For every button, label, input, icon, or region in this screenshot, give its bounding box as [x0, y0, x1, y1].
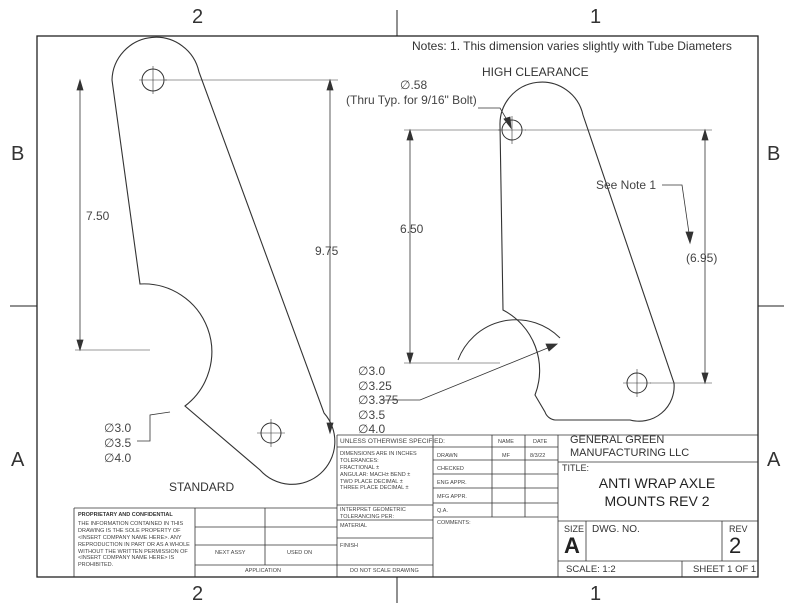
- proprietary-text: THE INFORMATION CONTAINED IN THIS DRAWIN…: [78, 521, 190, 569]
- tol-line-3: FRACTIONAL ±: [340, 464, 380, 471]
- dwg-no-label: DWG. NO.: [592, 524, 640, 535]
- tolerances-block: DIMENSIONS ARE IN INCHES TOLERANCES: FRA…: [340, 451, 417, 492]
- drawing-notes: Notes: 1. This dimension varies slightly…: [412, 39, 732, 53]
- high-clearance-mount-outline: [499, 81, 675, 422]
- size-label: SIZE: [564, 524, 585, 534]
- standard-diam-callouts: ∅3.0 ∅3.5 ∅4.0: [104, 421, 131, 466]
- zone-top-1: 1: [590, 6, 602, 28]
- dim-7-50: 7.50: [86, 209, 110, 223]
- row-drawn-name: MF: [502, 453, 510, 459]
- dim-6-50: 6.50: [400, 222, 424, 236]
- tol-line-4: ANGULAR: MACH± BEND ±: [340, 471, 411, 478]
- hc-diam-3-375: ∅3.375: [358, 393, 399, 407]
- standard-dimensions: [75, 78, 338, 442]
- sheet-label: SHEET 1 OF 1: [693, 564, 757, 575]
- company-name: GENERAL GREEN MANUFACTURING LLC: [570, 434, 689, 460]
- tol-line-1: DIMENSIONS ARE IN INCHES: [340, 451, 417, 457]
- row-drawn-date: 8/3/22: [530, 453, 546, 459]
- date-header: DATE: [533, 439, 548, 445]
- interpret-block: INTERPRET GEOMETRIC TOLERANCING PER:: [340, 507, 406, 521]
- hc-diam-callouts: ∅3.0 ∅3.25 ∅3.375 ∅3.5 ∅4.0: [358, 364, 398, 437]
- application-label: APPLICATION: [245, 568, 281, 574]
- rev-value: 2: [729, 533, 742, 558]
- hc-tube-arc: [457, 319, 561, 361]
- prop-line-5: WITHOUT THE WRITTEN PERMISSION OF: [78, 548, 188, 555]
- company-line-2: MANUFACTURING LLC: [570, 447, 690, 459]
- zone-bottom-2: 2: [192, 583, 204, 605]
- hc-diam-3-25: ∅3.25: [358, 378, 392, 393]
- prop-line-2: DRAWING IS THE SOLE PROPERTY OF: [78, 527, 181, 534]
- prop-line-4: REPRODUCTION IN PART OR AS A WHOLE: [78, 541, 190, 548]
- zone-bottom-1: 1: [590, 583, 602, 605]
- tol-line-5: TWO PLACE DECIMAL ±: [340, 478, 403, 485]
- hole-callout-note: (Thru Typ. for 9/16" Bolt): [346, 93, 477, 107]
- diam-3-0: ∅3.0: [104, 421, 132, 435]
- prop-line-3: <INSERT COMPANY NAME HERE>. ANY: [78, 534, 182, 541]
- hc-diam-4-0: ∅4.0: [358, 422, 386, 436]
- prop-line-7: PROHIBITED.: [78, 562, 114, 569]
- row-qa-label: Q.A.: [437, 508, 449, 514]
- tol-line-6: THREE PLACE DECIMAL ±: [340, 485, 409, 492]
- standard-label: STANDARD: [169, 480, 235, 494]
- zone-right-b: B: [767, 143, 781, 165]
- material-label: MATERIAL: [340, 523, 368, 529]
- diam-4-0: ∅4.0: [104, 451, 132, 465]
- finish-label: FINISH: [340, 543, 359, 549]
- prop-line-6: <INSERT COMPANY NAME HERE> IS: [78, 555, 175, 562]
- rev-label: REV: [729, 524, 748, 534]
- standard-top-hole: [139, 66, 167, 94]
- hc-diam-3-0: ∅3.0: [358, 364, 386, 378]
- hole-callout-diameter: ∅.58: [400, 78, 428, 92]
- prop-line-1: THE INFORMATION CONTAINED IN THIS: [78, 521, 184, 527]
- dim-6-95: (6.95): [686, 251, 718, 265]
- standard-bottom-hole: [257, 419, 285, 447]
- title-line-2: MOUNTS REV 2: [604, 493, 710, 509]
- company-line-1: GENERAL GREEN: [570, 434, 665, 446]
- proprietary-title: PROPRIETARY AND CONFIDENTIAL: [78, 512, 173, 518]
- scale-label: SCALE: 1:2: [566, 564, 616, 575]
- zone-top-2: 2: [192, 6, 204, 28]
- zone-ticks: [10, 10, 784, 603]
- do-not-scale: DO NOT SCALE DRAWING: [350, 568, 419, 574]
- next-assy-label: NEXT ASSY: [215, 550, 246, 556]
- name-header: NAME: [498, 439, 514, 445]
- row-eng-label: ENG APPR.: [437, 480, 467, 486]
- unless-specified: UNLESS OTHERWISE SPECIFIED:: [340, 438, 445, 445]
- diam-3-5: ∅3.5: [104, 436, 132, 450]
- drawing-title: ANTI WRAP AXLE MOUNTS REV 2: [582, 474, 732, 510]
- hc-top-hole: [498, 116, 526, 144]
- row-mfg-label: MFG APPR.: [437, 494, 467, 500]
- zone-left-b: B: [11, 143, 25, 165]
- interpret-line-1: INTERPRET GEOMETRIC: [340, 507, 406, 513]
- title-block-grid: [73, 434, 758, 577]
- row-drawn-label: DRAWN: [437, 453, 458, 459]
- high-clearance-label: HIGH CLEARANCE: [482, 65, 589, 79]
- see-note-1: See Note 1: [596, 178, 657, 192]
- dim-9-75: 9.75: [315, 244, 339, 258]
- row-checked-label: CHECKED: [437, 466, 464, 472]
- zone-left-a: A: [11, 449, 25, 471]
- title-line-1: ANTI WRAP AXLE: [598, 475, 716, 491]
- used-on-label: USED ON: [287, 550, 313, 556]
- interpret-line-2: TOLERANCING PER:: [340, 513, 394, 520]
- size-value: A: [564, 533, 580, 558]
- hc-diam-3-5: ∅3.5: [358, 407, 386, 422]
- hc-bottom-hole: [623, 369, 651, 397]
- hc-dimensions: [380, 107, 712, 401]
- zone-right-a: A: [767, 449, 781, 471]
- comments-label: COMMENTS:: [437, 520, 471, 526]
- title-label: TITLE:: [562, 463, 590, 473]
- tol-line-2: TOLERANCES:: [340, 457, 379, 464]
- standard-mount-outline: [111, 36, 336, 485]
